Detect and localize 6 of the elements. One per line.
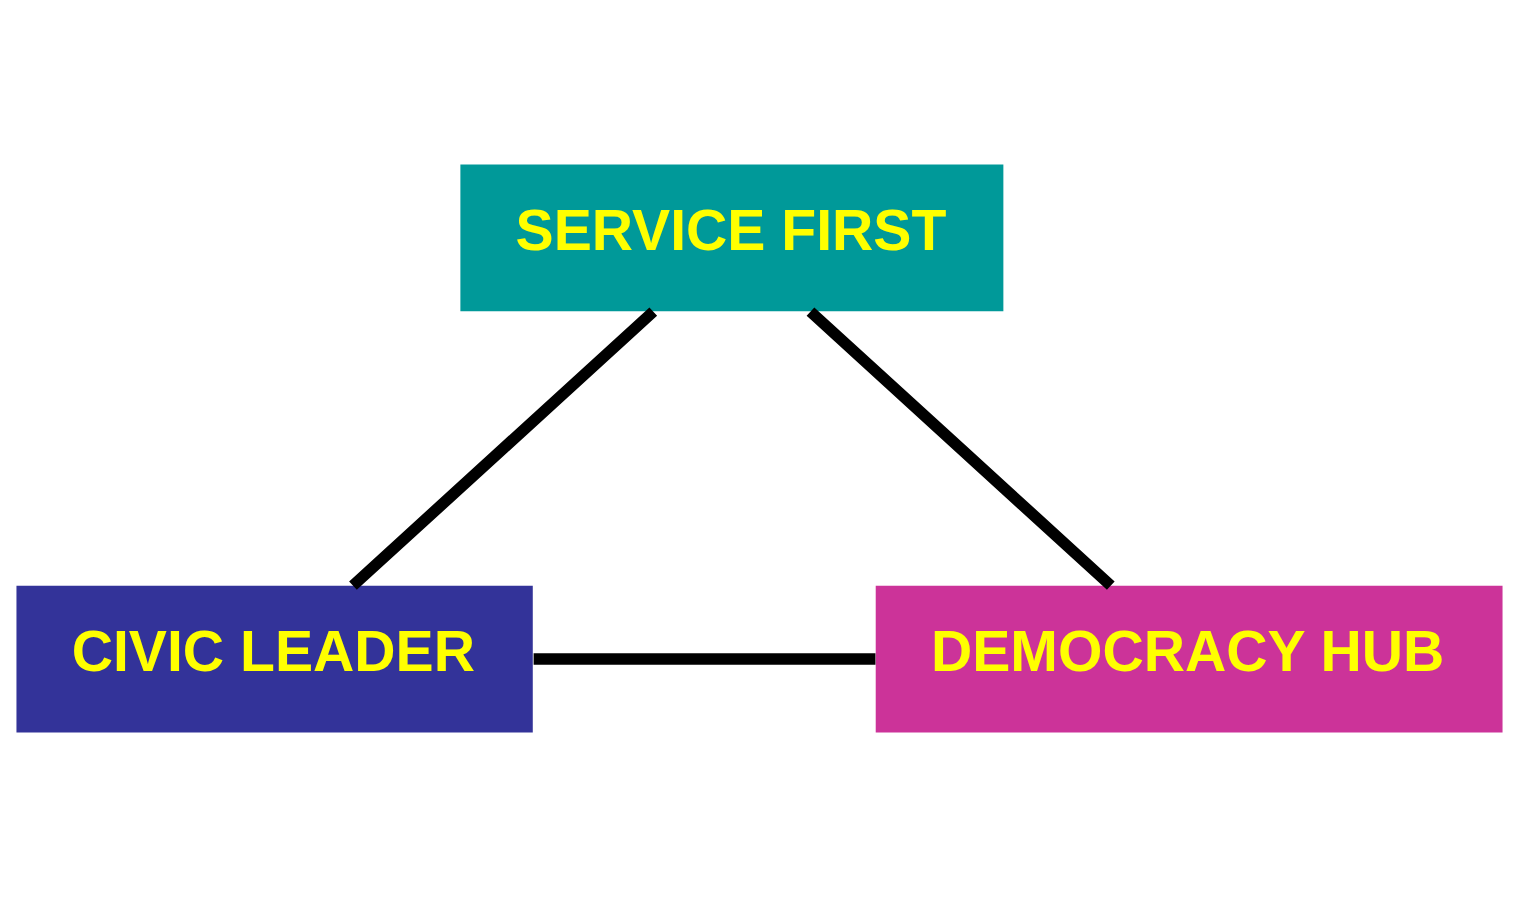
- connector: [533, 653, 876, 665]
- node-box: SERVICE FIRST: [460, 164, 1004, 312]
- connector: [806, 307, 1115, 590]
- node-box: CIVIC LEADER: [16, 585, 533, 733]
- node-box: DEMOCRACY HUB: [875, 585, 1503, 733]
- connector: [349, 307, 658, 590]
